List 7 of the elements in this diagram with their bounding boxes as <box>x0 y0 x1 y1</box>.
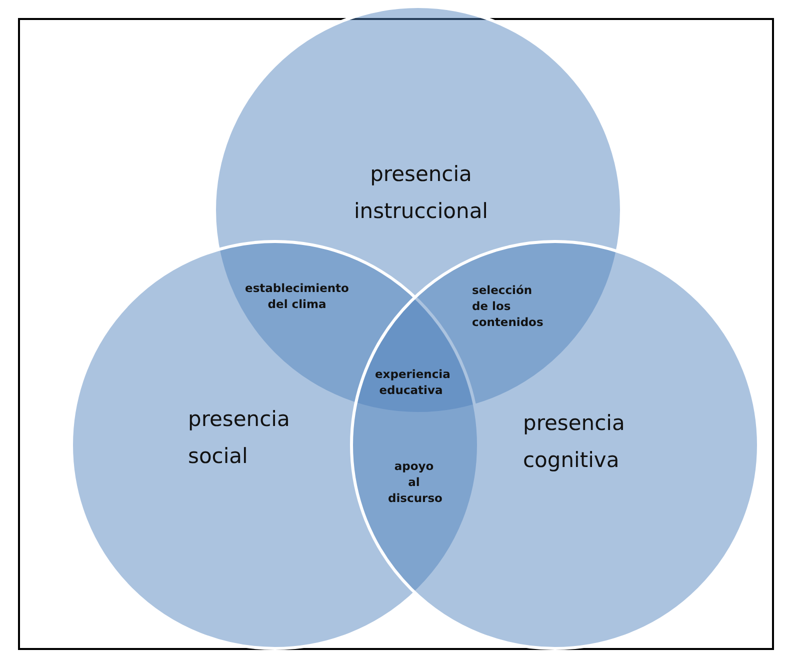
circle-label: presencia cognitiva <box>523 410 626 474</box>
overlap-label: experiencia educativa <box>375 366 447 398</box>
circle-label: presencia instruccional <box>352 161 490 225</box>
overlap-label: selección de los contenidos <box>472 282 544 330</box>
circle-label: presencia social <box>188 406 291 470</box>
overlap-label: apoyo al discurso <box>388 458 440 506</box>
overlap-label: establecimiento del clima <box>245 280 349 312</box>
